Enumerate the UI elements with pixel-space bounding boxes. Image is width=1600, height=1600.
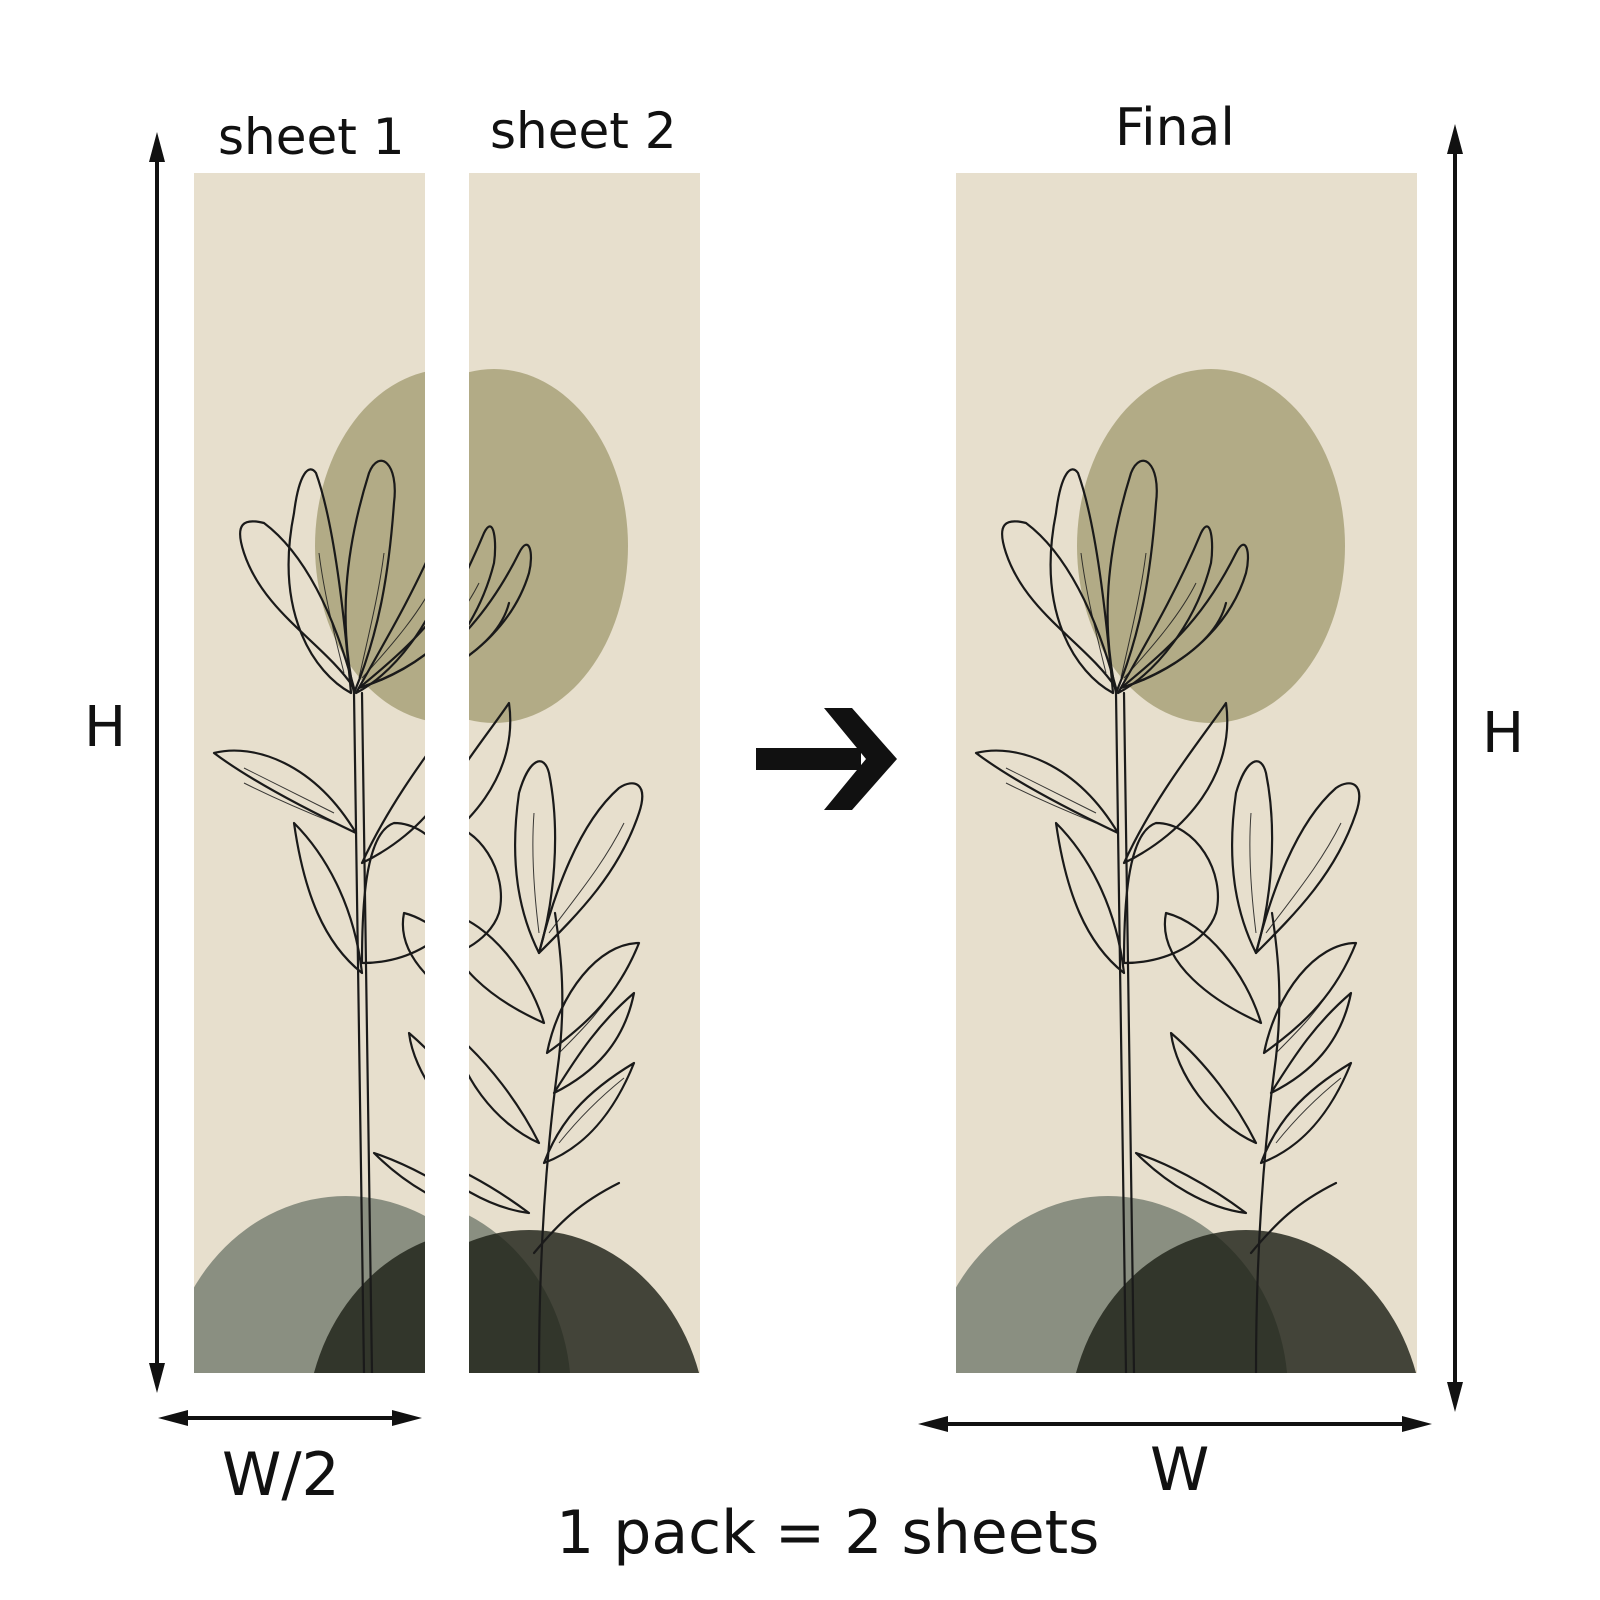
height-arrow-right xyxy=(1447,124,1463,1412)
pack-caption: 1 pack = 2 sheets xyxy=(556,1498,1100,1568)
final-panel xyxy=(956,173,1417,1373)
right-arrow-icon xyxy=(756,708,897,810)
height-label-right: H xyxy=(1482,701,1525,766)
sheet-2-label: sheet 2 xyxy=(490,102,677,160)
width-label: W xyxy=(1150,1435,1210,1505)
half-width-arrow xyxy=(158,1410,422,1426)
width-arrow xyxy=(918,1416,1432,1432)
height-arrow-left xyxy=(149,132,165,1393)
sheet-1-label: sheet 1 xyxy=(218,108,405,166)
height-label-left: H xyxy=(84,695,127,760)
half-width-label: W/2 xyxy=(222,1440,340,1510)
final-label: Final xyxy=(1115,98,1235,158)
